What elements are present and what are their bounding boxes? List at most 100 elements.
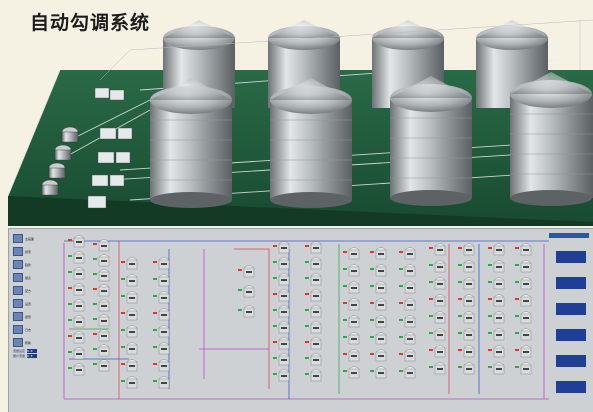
valve-status-icon[interactable] — [515, 332, 519, 334]
valve-status-icon[interactable] — [370, 302, 374, 304]
tank-icon[interactable] — [493, 311, 505, 324]
valve-status-icon[interactable] — [370, 370, 374, 372]
valve-status-icon[interactable] — [488, 281, 492, 283]
tank-icon[interactable] — [348, 315, 360, 328]
valve-status-icon[interactable] — [121, 363, 125, 365]
valve-status-icon[interactable] — [515, 281, 519, 283]
valve-status-icon[interactable] — [399, 336, 403, 338]
tank-icon[interactable] — [404, 332, 416, 345]
valve-status-icon[interactable] — [68, 367, 72, 369]
tank-icon[interactable] — [126, 291, 138, 304]
valve-status-icon[interactable] — [121, 346, 125, 348]
valve-status-icon[interactable] — [68, 287, 72, 289]
valve-status-icon[interactable] — [153, 312, 157, 314]
tank-icon[interactable] — [98, 269, 110, 282]
tank-icon[interactable] — [73, 347, 85, 360]
valve-status-icon[interactable] — [429, 349, 433, 351]
valve-status-icon[interactable] — [153, 261, 157, 263]
tank-icon[interactable] — [126, 342, 138, 355]
valve-status-icon[interactable] — [370, 336, 374, 338]
tank-icon[interactable] — [493, 345, 505, 358]
tank-icon[interactable] — [375, 332, 387, 345]
tank-icon[interactable] — [520, 328, 532, 341]
valve-status-icon[interactable] — [343, 370, 347, 372]
tank-icon[interactable] — [520, 243, 532, 256]
tank-icon[interactable] — [520, 277, 532, 290]
valve-status-icon[interactable] — [238, 289, 242, 291]
tank-icon[interactable] — [348, 281, 360, 294]
valve-status-icon[interactable] — [121, 312, 125, 314]
valve-status-icon[interactable] — [68, 239, 72, 241]
tank-icon[interactable] — [126, 257, 138, 270]
valve-status-icon[interactable] — [305, 261, 309, 263]
tank-icon[interactable] — [98, 314, 110, 327]
valve-status-icon[interactable] — [93, 363, 97, 365]
tank-icon[interactable] — [278, 353, 290, 366]
valve-status-icon[interactable] — [238, 269, 242, 271]
valve-status-icon[interactable] — [458, 247, 462, 249]
tank-icon[interactable] — [310, 353, 322, 366]
tank-icon[interactable] — [278, 337, 290, 350]
valve-status-icon[interactable] — [153, 329, 157, 331]
valve-status-icon[interactable] — [488, 247, 492, 249]
valve-status-icon[interactable] — [458, 298, 462, 300]
valve-status-icon[interactable] — [273, 277, 277, 279]
tank-icon[interactable] — [463, 362, 475, 375]
tank-icon[interactable] — [126, 325, 138, 338]
tank-icon[interactable] — [243, 285, 255, 298]
tank-icon[interactable] — [520, 294, 532, 307]
valve-status-icon[interactable] — [370, 319, 374, 321]
tank-icon[interactable] — [463, 294, 475, 307]
tank-icon[interactable] — [158, 274, 170, 287]
flowmeter-icon[interactable] — [556, 277, 586, 289]
valve-status-icon[interactable] — [68, 351, 72, 353]
flowmeter-icon[interactable] — [556, 303, 586, 315]
valve-status-icon[interactable] — [343, 353, 347, 355]
valve-status-icon[interactable] — [515, 349, 519, 351]
tank-icon[interactable] — [98, 254, 110, 267]
toolbar-button-recipe[interactable]: 配方 — [13, 285, 55, 296]
valve-status-icon[interactable] — [343, 319, 347, 321]
tank-icon[interactable] — [98, 329, 110, 342]
tank-icon[interactable] — [520, 260, 532, 273]
valve-status-icon[interactable] — [121, 261, 125, 263]
valve-status-icon[interactable] — [305, 325, 309, 327]
valve-status-icon[interactable] — [370, 353, 374, 355]
valve-status-icon[interactable] — [488, 366, 492, 368]
tank-icon[interactable] — [310, 257, 322, 270]
tank-icon[interactable] — [463, 345, 475, 358]
valve-status-icon[interactable] — [370, 251, 374, 253]
tank-icon[interactable] — [375, 315, 387, 328]
tank-icon[interactable] — [520, 362, 532, 375]
tank-icon[interactable] — [278, 321, 290, 334]
tank-icon[interactable] — [310, 337, 322, 350]
tank-icon[interactable] — [158, 342, 170, 355]
tank-icon[interactable] — [375, 349, 387, 362]
valve-status-icon[interactable] — [399, 319, 403, 321]
tank-icon[interactable] — [348, 332, 360, 345]
tank-icon[interactable] — [434, 277, 446, 290]
tank-icon[interactable] — [243, 305, 255, 318]
tank-icon[interactable] — [278, 241, 290, 254]
valve-status-icon[interactable] — [429, 315, 433, 317]
tank-icon[interactable] — [404, 281, 416, 294]
tank-icon[interactable] — [404, 366, 416, 379]
tank-icon[interactable] — [375, 247, 387, 260]
tank-icon[interactable] — [463, 260, 475, 273]
tank-icon[interactable] — [404, 315, 416, 328]
tank-icon[interactable] — [520, 345, 532, 358]
valve-status-icon[interactable] — [458, 315, 462, 317]
tank-icon[interactable] — [158, 291, 170, 304]
valve-status-icon[interactable] — [93, 333, 97, 335]
valve-status-icon[interactable] — [273, 325, 277, 327]
valve-status-icon[interactable] — [488, 298, 492, 300]
valve-status-icon[interactable] — [343, 302, 347, 304]
tank-icon[interactable] — [73, 251, 85, 264]
valve-status-icon[interactable] — [121, 278, 125, 280]
tank-icon[interactable] — [348, 349, 360, 362]
valve-status-icon[interactable] — [93, 273, 97, 275]
valve-status-icon[interactable] — [305, 245, 309, 247]
valve-status-icon[interactable] — [305, 277, 309, 279]
tank-icon[interactable] — [98, 359, 110, 372]
tank-icon[interactable] — [463, 311, 475, 324]
